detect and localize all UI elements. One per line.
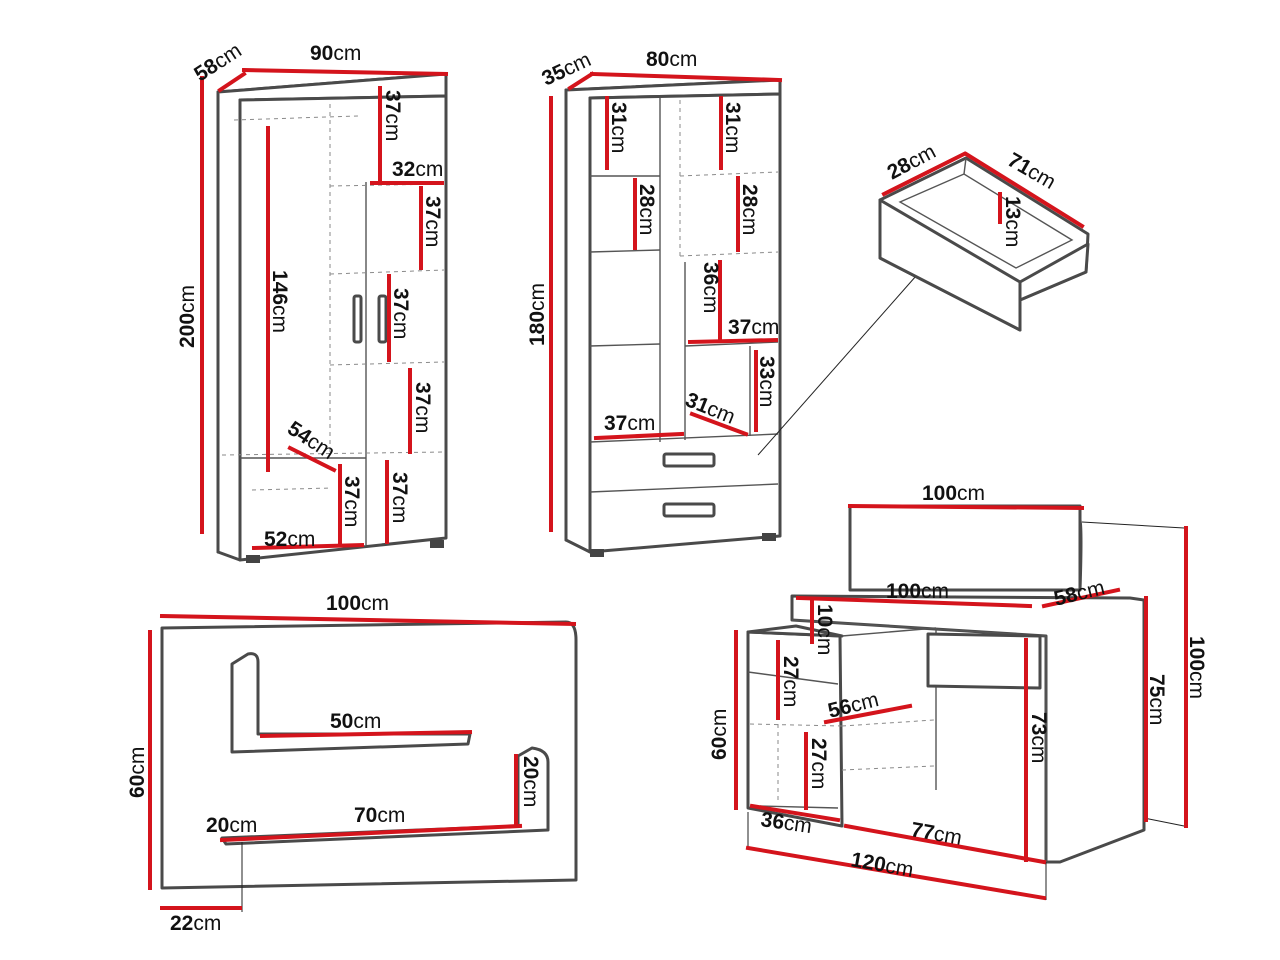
wardrobe-bottom-width-line bbox=[251, 542, 365, 551]
wardrobe-bottom-width-label: 52cm bbox=[264, 528, 315, 551]
shelves-lower-label: 70cm bbox=[354, 804, 405, 827]
desk-bottom-depth-line bbox=[749, 803, 841, 823]
wardrobe-hanging-label: 146cm bbox=[268, 270, 291, 333]
bookcase-lower-left-w-line bbox=[593, 431, 685, 441]
desk-width-label: 100cm bbox=[886, 580, 949, 603]
bookcase-height-label: 180cm bbox=[526, 283, 549, 346]
wardrobe-shelf1-label: 37cm bbox=[381, 90, 404, 141]
bookcase-width-line bbox=[589, 71, 783, 83]
desk-open1-label: 27cm bbox=[779, 656, 802, 707]
wall-shelves: 100cm 60cm 50cm 20cm 70cm 20cm 22cm bbox=[126, 592, 578, 935]
drawer-width-line bbox=[963, 151, 1085, 229]
bookcase-right-top-label: 31cm bbox=[721, 102, 744, 153]
wardrobe-shelf-width-label: 32cm bbox=[392, 158, 443, 181]
drawer: 28cm 71cm 13cm bbox=[878, 140, 1090, 332]
bookcase-center-w-line bbox=[687, 337, 779, 345]
wardrobe-width-label: 90cm bbox=[310, 42, 361, 65]
bookcase-depth-label: 35cm bbox=[538, 48, 594, 91]
wardrobe-shelf2-label: 37cm bbox=[421, 196, 444, 247]
desk-height-top-label: 75cm bbox=[1145, 674, 1168, 725]
desk-inner-height-label: 73cm bbox=[1027, 712, 1050, 763]
desk-depth-line bbox=[1041, 587, 1121, 609]
wardrobe-depth-line bbox=[217, 71, 247, 93]
bookcase-left-top-label: 31cm bbox=[607, 102, 630, 153]
desk-width-line bbox=[795, 595, 1033, 609]
shelves-width-label: 100cm bbox=[326, 592, 389, 615]
shelves-width-line bbox=[159, 613, 577, 627]
wardrobe: 58cm 90cm 200cm 146cm 37cm 32cm 37cm 37c… bbox=[176, 39, 449, 563]
shelves-side-label: 20cm bbox=[519, 756, 542, 807]
desk-top-width-line bbox=[847, 503, 1085, 511]
bookcase-depth-line bbox=[567, 71, 595, 91]
wardrobe-bottom-depth-line bbox=[287, 445, 337, 473]
shelves-upper-label: 50cm bbox=[330, 710, 381, 733]
drawer-height-label: 13cm bbox=[1001, 196, 1024, 247]
desk-open2-label: 27cm bbox=[807, 738, 830, 789]
desk-top-width-label: 100cm bbox=[922, 482, 985, 505]
bookcase-width-label: 80cm bbox=[646, 48, 697, 71]
bookcase-right-mid-label: 28cm bbox=[738, 184, 761, 235]
wardrobe-shelf3-label: 37cm bbox=[389, 288, 412, 339]
shelves-side-depth-label: 20cm bbox=[206, 814, 257, 837]
desk-height-total-label: 100cm bbox=[1185, 636, 1208, 699]
bookcase-left-mid-label: 28cm bbox=[635, 184, 658, 235]
bookcase-lower-left-w-label: 37cm bbox=[604, 412, 655, 435]
desk-total-width-line bbox=[745, 845, 1047, 901]
bookcase: 35cm 80cm 180cm 31cm 31cm 28cm 28cm 36cm… bbox=[526, 48, 917, 557]
desk-bottom-depth-label: 36cm bbox=[759, 808, 813, 838]
wardrobe-height-label: 200cm bbox=[176, 285, 199, 348]
wardrobe-bottom-right-label: 37cm bbox=[388, 472, 411, 523]
desk-bottom-width-line bbox=[843, 823, 1047, 865]
bookcase-lower-right-w-line bbox=[689, 411, 749, 437]
desk-side-depth-line bbox=[823, 703, 913, 725]
desk-low-height-label: 60cm bbox=[708, 709, 731, 760]
wardrobe-width-line bbox=[241, 67, 449, 77]
wardrobe-bottom-left-label: 37cm bbox=[340, 476, 363, 527]
shelves-bottom-offset-label: 22cm bbox=[170, 912, 221, 935]
drawer-depth-line bbox=[881, 151, 967, 197]
bookcase-center-w-label: 37cm bbox=[728, 316, 779, 339]
bookcase-lower-right-h-label: 33cm bbox=[755, 356, 778, 407]
desk-total-width-label: 120cm bbox=[849, 848, 915, 882]
desk-bottom-width-label: 77cm bbox=[909, 818, 964, 850]
bookcase-center-h-label: 36cm bbox=[699, 262, 722, 313]
desk-return-top-label: 10cm bbox=[813, 604, 836, 655]
shelves-upper-line bbox=[259, 729, 473, 739]
shelves-height-label: 60cm bbox=[126, 747, 149, 798]
shelves-lower-line bbox=[219, 823, 523, 843]
desk: 100cm 100cm 58cm 100cm 75cm 10cm 27cm 27… bbox=[708, 482, 1208, 901]
wardrobe-shelf4-label: 37cm bbox=[411, 382, 434, 433]
